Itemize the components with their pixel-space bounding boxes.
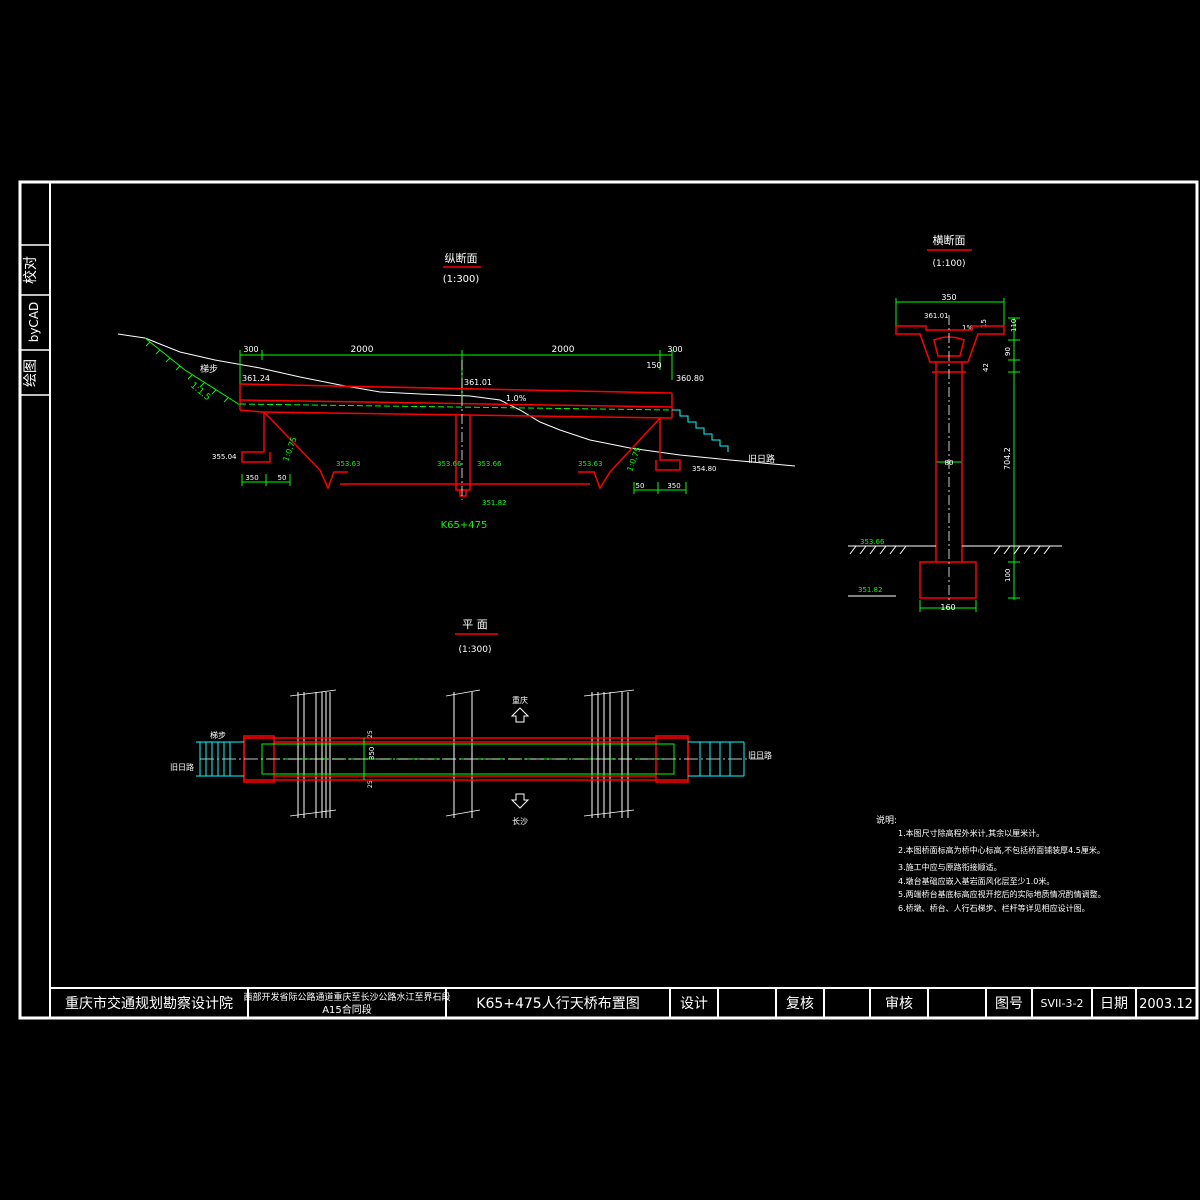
longitudinal-section: 纵断面 (1:300) 1:1.5 梯步 300 2000 2000 300 1…	[117, 251, 796, 531]
note-6: 6.桥墩、桥台、人行石梯步、栏杆等详见相应设计图。	[898, 903, 1090, 913]
project-line-1: 西部开发省际公路通道重庆至长沙公路水江至界石段	[243, 991, 450, 1003]
elev-deck-right: 360.80	[676, 374, 704, 383]
cross-slope: 1%	[962, 324, 973, 332]
design-label: 设计	[680, 996, 708, 1012]
note-4: 4.墩台基础应嵌入基岩面风化层至少1.0米。	[898, 876, 1054, 886]
date-value: 2003.12	[1139, 997, 1193, 1012]
cross-dim-350: 350	[941, 293, 956, 302]
notes-heading: 说明:	[876, 814, 897, 826]
review-label: 审核	[885, 996, 913, 1012]
grade: 1.0%	[506, 394, 527, 403]
side-strip	[20, 244, 50, 396]
dim-300-left: 300	[243, 345, 258, 354]
dim-50-right: 50	[636, 482, 645, 490]
recheck-label: 复核	[786, 995, 814, 1012]
dim-2000-right: 2000	[552, 345, 575, 355]
dim-350-left: 350	[245, 474, 258, 482]
cross-dim-pier-height: 704.2	[1003, 447, 1012, 470]
right-stairs	[672, 409, 729, 452]
slope-abut-left: 1:0.75	[281, 436, 298, 463]
title-block-grid	[50, 987, 1197, 1018]
dim-50-left: 50	[278, 474, 287, 482]
elev-deck-mid: 361.01	[464, 378, 492, 387]
plan-scale: (1:300)	[459, 645, 492, 655]
company-name: 重庆市交通规划勘察设计院	[65, 995, 233, 1012]
left-slope	[144, 337, 241, 406]
stairs-left-label: 梯步	[200, 363, 218, 375]
north-arrow-icon	[510, 707, 530, 723]
north-label: 重庆	[512, 695, 528, 705]
dim-150: 150	[646, 361, 661, 370]
cross-dim-160: 160	[940, 603, 955, 612]
plan-dim-25-bottom: 25	[367, 780, 374, 788]
drawing-no: SVII-3-2	[1041, 997, 1084, 1010]
plan-dim-350: 350	[368, 747, 376, 760]
elev-abut-left: 355.04	[212, 453, 237, 461]
cross-dim-15: 15	[980, 319, 988, 328]
ground-line	[117, 333, 796, 467]
cross-dim-110: 110	[1010, 319, 1018, 332]
station: K65+475	[441, 520, 488, 531]
plan-stairs-left: 梯步	[210, 730, 226, 740]
drawing-title: K65+475人行天桥布置图	[476, 996, 639, 1012]
note-1: 1.本图尺寸除高程外米计,其余以厘米计。	[898, 828, 1044, 838]
slope-abut-right: 1:0.75	[625, 446, 642, 473]
project-line-2: A15合同段	[322, 1003, 372, 1016]
cross-scale: (1:100)	[933, 259, 966, 269]
elev-ground-1: 353.63	[336, 460, 361, 468]
side-strip-bycad: byCAD	[27, 302, 41, 343]
cross-elev-base: 351.82	[858, 586, 883, 594]
side-strip-drawn: 绘图	[23, 359, 39, 387]
elev-ground-2: 353.66	[437, 460, 462, 468]
plan-dim-25-top: 25	[367, 730, 374, 738]
cross-elev-top: 361.01	[924, 312, 949, 320]
drawing-no-label: 图号	[995, 996, 1023, 1012]
slope-left-ground: 1:1.5	[188, 381, 212, 403]
plan-old-road-right: 旧日路	[748, 750, 772, 760]
dim-300-right: 300	[667, 345, 682, 354]
notes: 说明: 1.本图尺寸除高程外米计,其余以厘米计。 2.本图桥面标高为桥中心标高,…	[876, 814, 1106, 913]
cross-elev-ground: 353.66	[860, 538, 885, 546]
cross-dim-42: 42	[982, 363, 990, 372]
south-arrow-icon	[510, 793, 530, 809]
cross-dim-100: 100	[1004, 569, 1012, 582]
long-title: 纵断面	[445, 251, 478, 265]
cross-section: 横断面 (1:100) 350 361.01 1% 15 110 90 42 8…	[848, 233, 1062, 612]
plan-old-road-left: 旧日路	[170, 762, 194, 772]
plan-title: 平 面	[462, 618, 488, 631]
elev-abut-right: 354.80	[692, 465, 717, 473]
elev-ground-4: 353.63	[578, 460, 603, 468]
long-scale: (1:300)	[443, 274, 480, 285]
dim-2000-left: 2000	[351, 345, 374, 355]
note-3: 3.施工中应与原路衔接顺适。	[898, 862, 1002, 872]
south-label: 长沙	[512, 816, 528, 826]
note-2: 2.本图桥面标高为桥中心标高,不包括桥面铺装厚4.5厘米。	[898, 845, 1105, 855]
elev-pier-base: 351.82	[482, 499, 507, 507]
note-5: 5.两端桥台基底标高应视开挖后的实际地质情况酌情调整。	[898, 889, 1106, 899]
dim-350-right: 350	[667, 482, 680, 490]
elev-ground-3: 353.66	[477, 460, 502, 468]
plan-view: 平 面 (1:300)	[170, 618, 772, 826]
elev-deck-left: 361.24	[242, 374, 270, 383]
old-road-label: 旧日路	[748, 453, 775, 465]
cross-dim-90: 90	[1004, 347, 1012, 356]
drawing-frame	[18, 180, 1199, 1020]
date-label: 日期	[1100, 996, 1128, 1012]
cross-title: 横断面	[933, 233, 966, 247]
side-strip-proof: 校对	[22, 256, 39, 284]
